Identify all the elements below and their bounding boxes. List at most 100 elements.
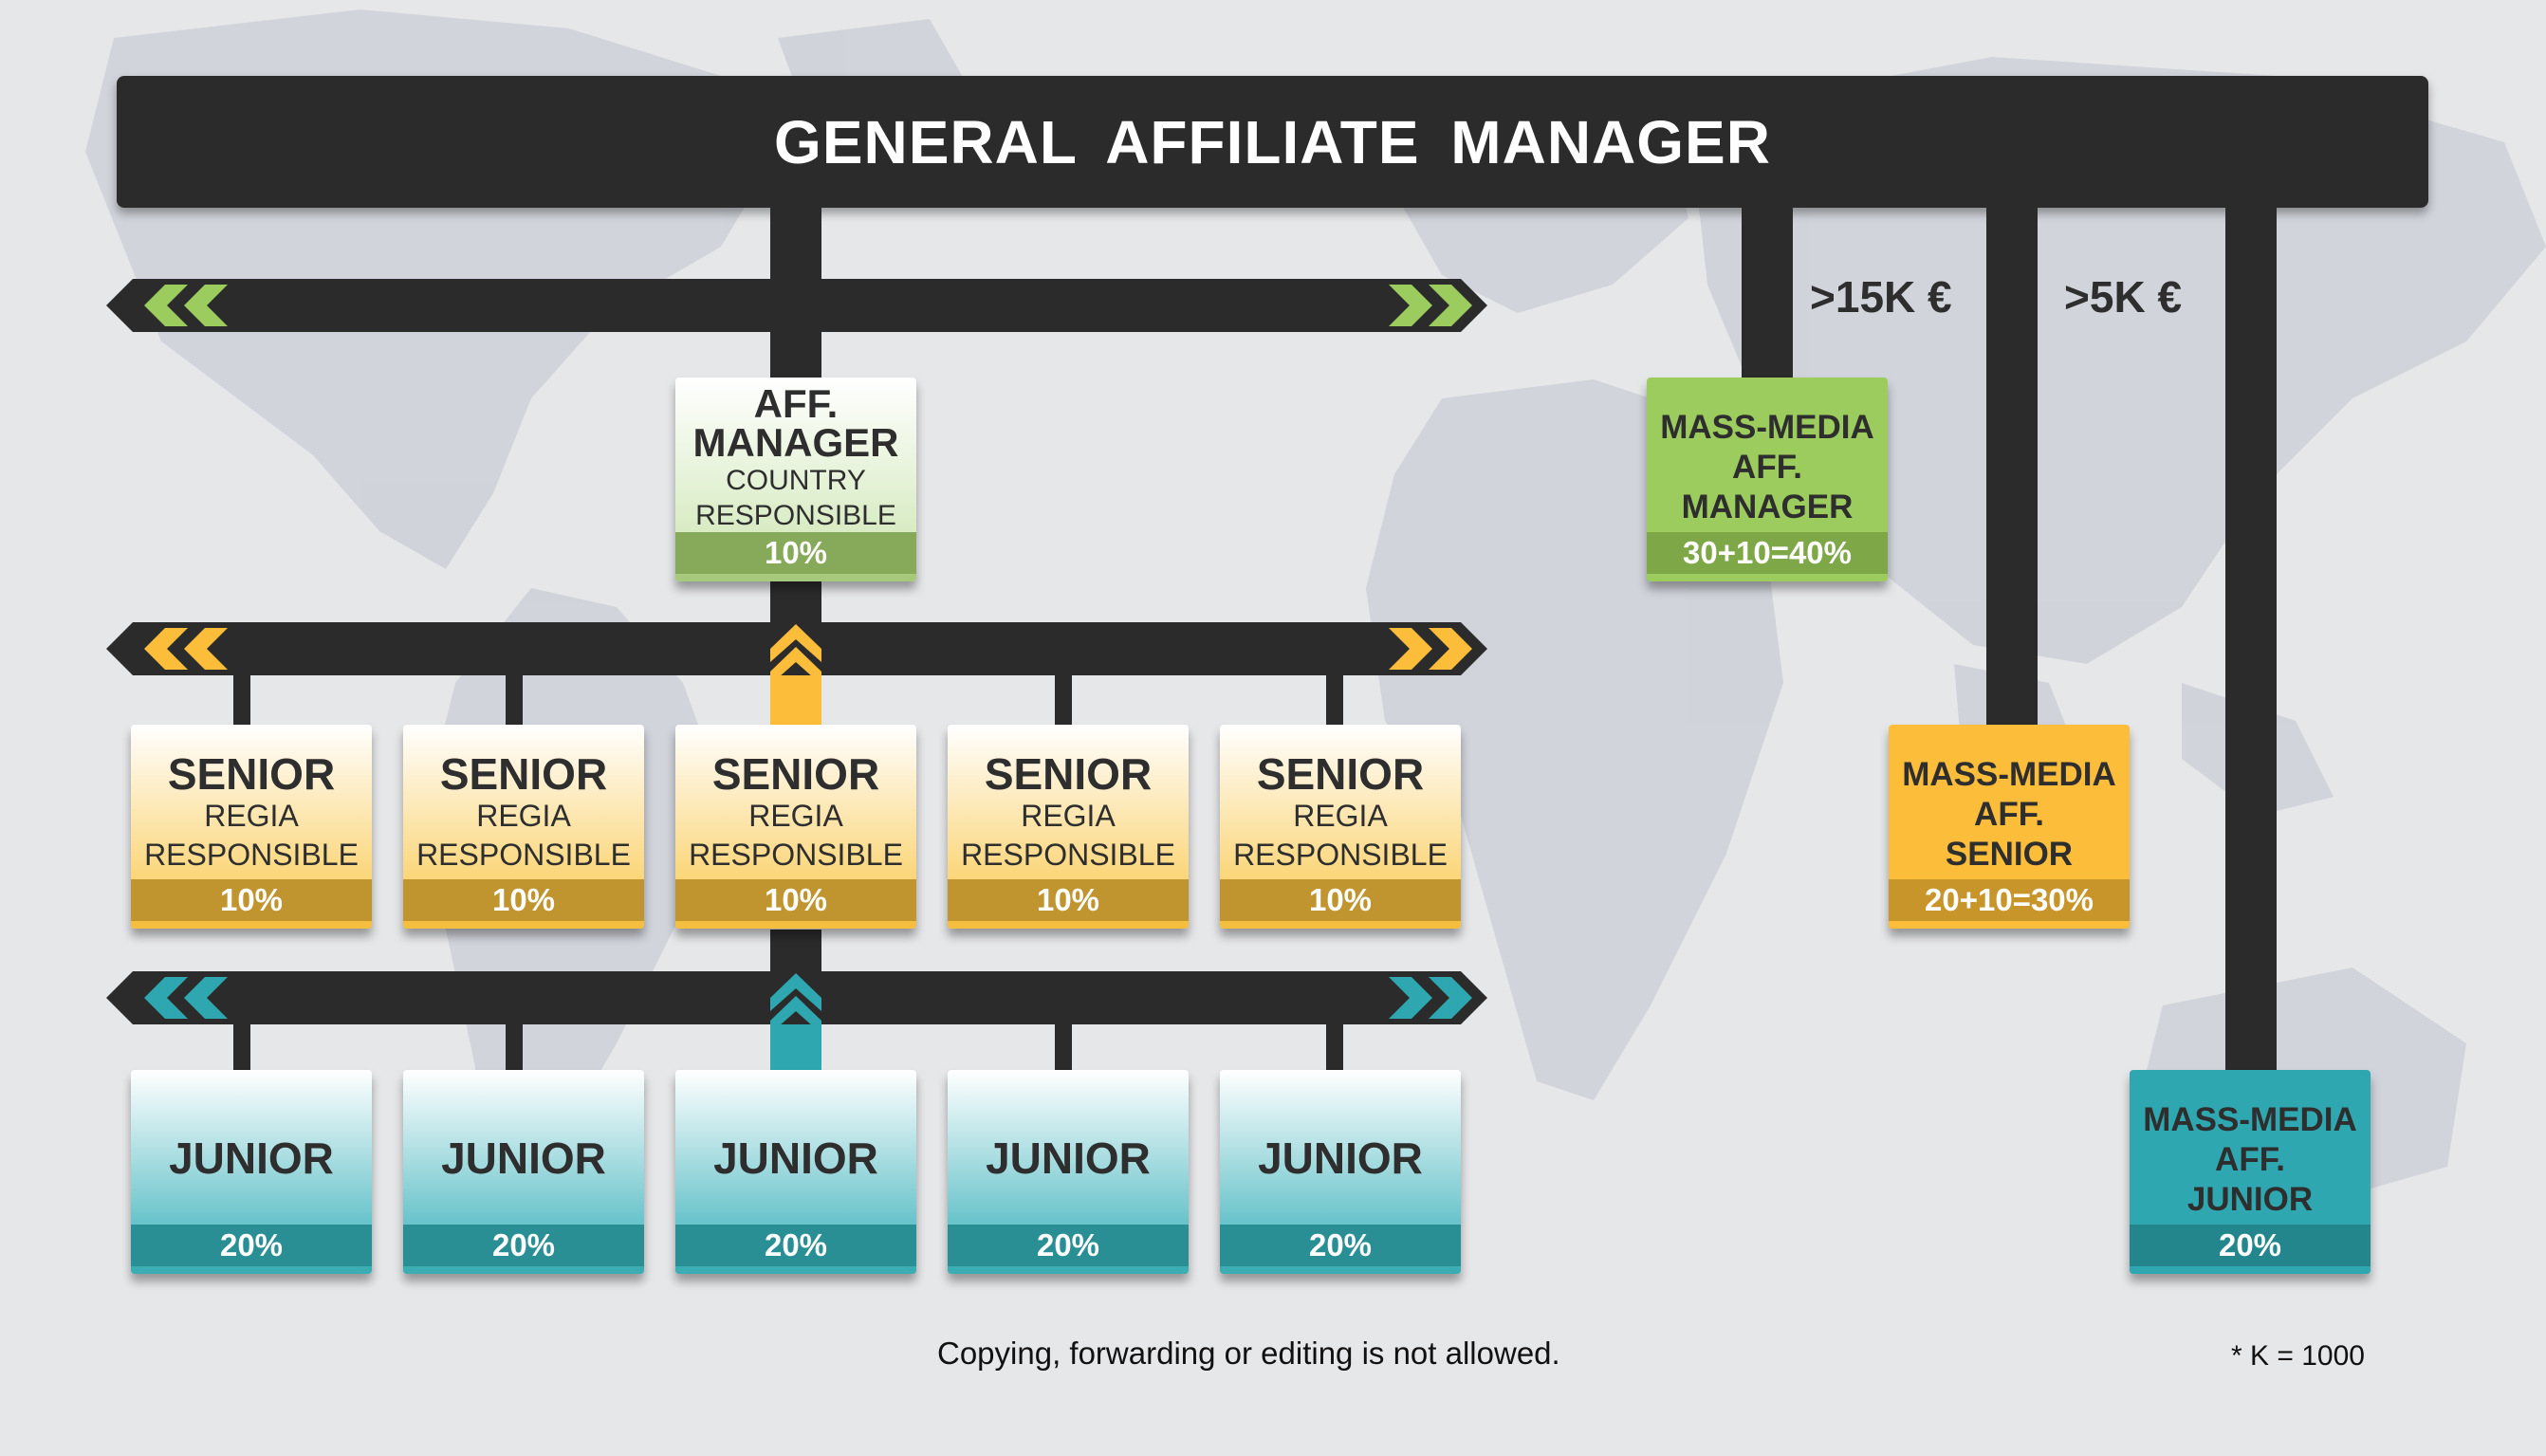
senior-line3: RESPONSIBLE — [416, 838, 631, 872]
box-bottom-edge — [403, 921, 644, 929]
senior-box: SENIOR REGIA RESPONSIBLE 10% — [948, 725, 1189, 929]
senior-percent: 10% — [675, 879, 916, 921]
mm-manager-line1: MASS-MEDIA — [1660, 409, 1874, 446]
mm-senior-percent: 20+10=30% — [1889, 879, 2130, 921]
box-bottom-edge — [675, 1266, 916, 1274]
general-affiliate-manager-header: GENERAL AFFILIATE MANAGER — [117, 76, 2428, 208]
mm-junior-percent: 20% — [2130, 1225, 2371, 1266]
junior-box: JUNIOR 20% — [1220, 1070, 1461, 1274]
junior-title: JUNIOR — [1258, 1133, 1423, 1183]
junior-drop-4 — [1055, 1013, 1072, 1072]
orange-left-chevrons-icon — [144, 628, 228, 670]
aff-manager-title-line1: AFF. — [753, 381, 839, 426]
mass-media-junior-box: MASS-MEDIA AFF. JUNIOR 20% — [2130, 1070, 2371, 1274]
threshold-15k-label: >15K € — [1810, 272, 1952, 322]
senior-percent: 10% — [403, 879, 644, 921]
mm-manager-percent: 30+10=40% — [1647, 532, 1888, 574]
aff-manager-line4: RESPONSIBLE — [695, 500, 896, 531]
orange-right-chevrons-icon — [1389, 628, 1472, 670]
mm-manager-line3: MANAGER — [1681, 488, 1854, 525]
mm-senior-line2: AFF. — [1974, 796, 2044, 833]
senior-line3: RESPONSIBLE — [144, 838, 359, 872]
box-bottom-edge — [2130, 1266, 2371, 1274]
teal-right-chevrons-icon — [1389, 977, 1472, 1019]
mm-junior-line1: MASS-MEDIA — [2143, 1101, 2357, 1138]
aff-manager-line3: COUNTRY — [726, 465, 866, 496]
senior-title: SENIOR — [1256, 749, 1425, 799]
junior-percent: 20% — [1220, 1225, 1461, 1266]
senior-box: SENIOR REGIA RESPONSIBLE 10% — [131, 725, 372, 929]
mm-senior-connector — [1986, 199, 2038, 726]
copyright-notice: Copying, forwarding or editing is not al… — [937, 1336, 1560, 1371]
box-bottom-edge — [1647, 574, 1888, 581]
senior-box: SENIOR REGIA RESPONSIBLE 10% — [675, 725, 916, 929]
senior-line3: RESPONSIBLE — [1233, 838, 1448, 872]
senior-title: SENIOR — [711, 749, 880, 799]
senior-box: SENIOR REGIA RESPONSIBLE 10% — [403, 725, 644, 929]
green-left-chevrons-icon — [144, 285, 228, 326]
box-bottom-edge — [948, 921, 1189, 929]
junior-title: JUNIOR — [713, 1133, 878, 1183]
junior-box: JUNIOR 20% — [131, 1070, 372, 1274]
junior-percent: 20% — [948, 1225, 1189, 1266]
junior-percent: 20% — [131, 1225, 372, 1266]
aff-manager-box: AFF. MANAGER COUNTRY RESPONSIBLE 10% — [675, 378, 916, 581]
junior-title: JUNIOR — [986, 1133, 1151, 1183]
manager-level-arrow-bar — [106, 279, 1487, 332]
senior-line2: REGIA — [204, 799, 299, 833]
junior-percent: 20% — [403, 1225, 644, 1266]
mass-media-senior-box: MASS-MEDIA AFF. SENIOR 20+10=30% — [1889, 725, 2130, 929]
trunk-to-junior-connector — [770, 930, 821, 977]
senior-up-chevron-icon — [770, 624, 821, 725]
box-bottom-edge — [131, 1266, 372, 1274]
mass-media-manager-box: MASS-MEDIA AFF. MANAGER 30+10=40% — [1647, 378, 1888, 581]
senior-line2: REGIA — [1293, 799, 1388, 833]
senior-title: SENIOR — [439, 749, 608, 799]
senior-percent: 10% — [1220, 879, 1461, 921]
junior-drop-1 — [233, 1013, 250, 1072]
senior-percent: 10% — [948, 879, 1189, 921]
box-bottom-edge — [675, 921, 916, 929]
senior-line2: REGIA — [476, 799, 571, 833]
senior-line2: REGIA — [1021, 799, 1116, 833]
box-bottom-edge — [1220, 1266, 1461, 1274]
header-title: GENERAL AFFILIATE MANAGER — [774, 107, 1771, 176]
green-right-chevrons-icon — [1389, 285, 1472, 326]
junior-title: JUNIOR — [169, 1133, 334, 1183]
aff-manager-percent: 10% — [675, 532, 916, 574]
box-bottom-edge — [1220, 921, 1461, 929]
teal-left-chevrons-icon — [144, 977, 228, 1019]
senior-drop-2 — [506, 664, 523, 727]
junior-percent: 20% — [675, 1225, 916, 1266]
senior-drop-4 — [1055, 664, 1072, 727]
junior-box: JUNIOR 20% — [948, 1070, 1189, 1274]
box-bottom-edge — [131, 921, 372, 929]
k-definition-note: * K = 1000 — [2231, 1340, 2365, 1372]
box-bottom-edge — [675, 574, 916, 581]
senior-title: SENIOR — [167, 749, 336, 799]
junior-up-chevron-icon — [770, 973, 821, 1072]
junior-box: JUNIOR 20% — [675, 1070, 916, 1274]
green-bar-body — [106, 279, 1487, 332]
senior-line3: RESPONSIBLE — [689, 838, 903, 872]
box-bottom-edge — [1889, 921, 2130, 929]
junior-title: JUNIOR — [441, 1133, 606, 1183]
mm-manager-line2: AFF. — [1732, 449, 1802, 486]
box-bottom-edge — [948, 1266, 1189, 1274]
senior-drop-1 — [233, 664, 250, 727]
threshold-5k-label: >5K € — [2064, 272, 2183, 322]
senior-title: SENIOR — [984, 749, 1153, 799]
aff-manager-title-line2: MANAGER — [692, 420, 899, 465]
junior-box: JUNIOR 20% — [403, 1070, 644, 1274]
senior-drop-5 — [1326, 664, 1343, 727]
mm-senior-line3: SENIOR — [1945, 836, 2074, 873]
mm-senior-line1: MASS-MEDIA — [1902, 756, 2116, 793]
senior-percent: 10% — [131, 879, 372, 921]
senior-line3: RESPONSIBLE — [961, 838, 1175, 872]
junior-drop-5 — [1326, 1013, 1343, 1072]
mm-junior-line3: JUNIOR — [2186, 1181, 2314, 1218]
junior-drop-2 — [506, 1013, 523, 1072]
senior-line2: REGIA — [748, 799, 843, 833]
box-bottom-edge — [403, 1266, 644, 1274]
mm-junior-connector — [2225, 199, 2277, 1072]
